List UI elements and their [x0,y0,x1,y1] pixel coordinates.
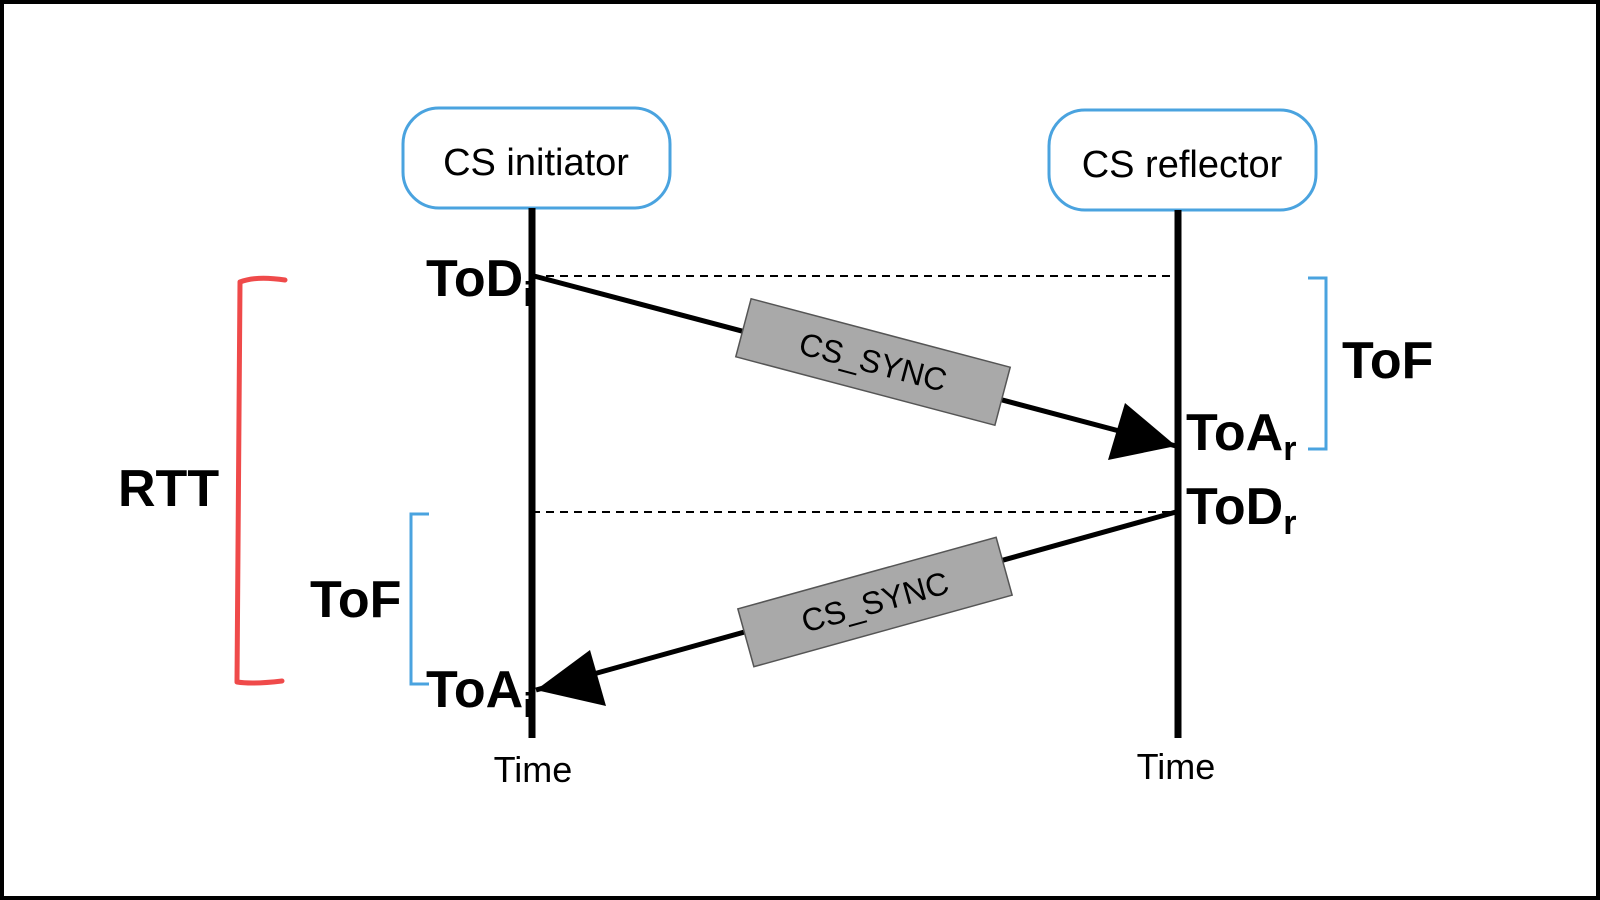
tof-left-label: ToF [310,571,401,629]
tof-right-label: ToF [1342,332,1433,390]
tod-r-main: ToD [1186,478,1283,536]
forward-message-rect [734,297,1012,427]
reflector-box [1047,108,1318,212]
tod-r-label: ToDr [1186,478,1296,542]
return-arrowhead [536,650,606,706]
initiator-label: CS initiator [443,142,629,184]
toa-i-sub: i [523,687,532,725]
time-label-reflector: Time [1137,746,1216,787]
toa-r-main: ToA [1186,404,1283,462]
toa-i-main: ToA [426,661,523,719]
initiator-node: CS initiator [401,106,672,210]
tof-right-bracket [1308,276,1328,451]
rtt-label: RTT [118,460,219,518]
tod-r-sub: r [1283,504,1296,542]
tod-i-sub: i [523,276,532,314]
reflector-label: CS reflector [1082,144,1283,186]
tof-left-bracket [409,512,429,686]
toa-r-sub: r [1283,430,1296,468]
tod-i-main: ToD [426,250,523,308]
initiator-box [401,106,672,210]
forward-arrowhead [1108,403,1176,460]
toa-r-label: ToAr [1186,404,1296,468]
return-message-rect [736,536,1014,668]
reflector-node: CS reflector [1047,108,1318,212]
tod-i-label: ToDi [426,250,533,314]
toa-i-label: ToAi [426,661,533,725]
time-label-initiator: Time [494,749,573,790]
rtt-bracket [234,275,288,686]
